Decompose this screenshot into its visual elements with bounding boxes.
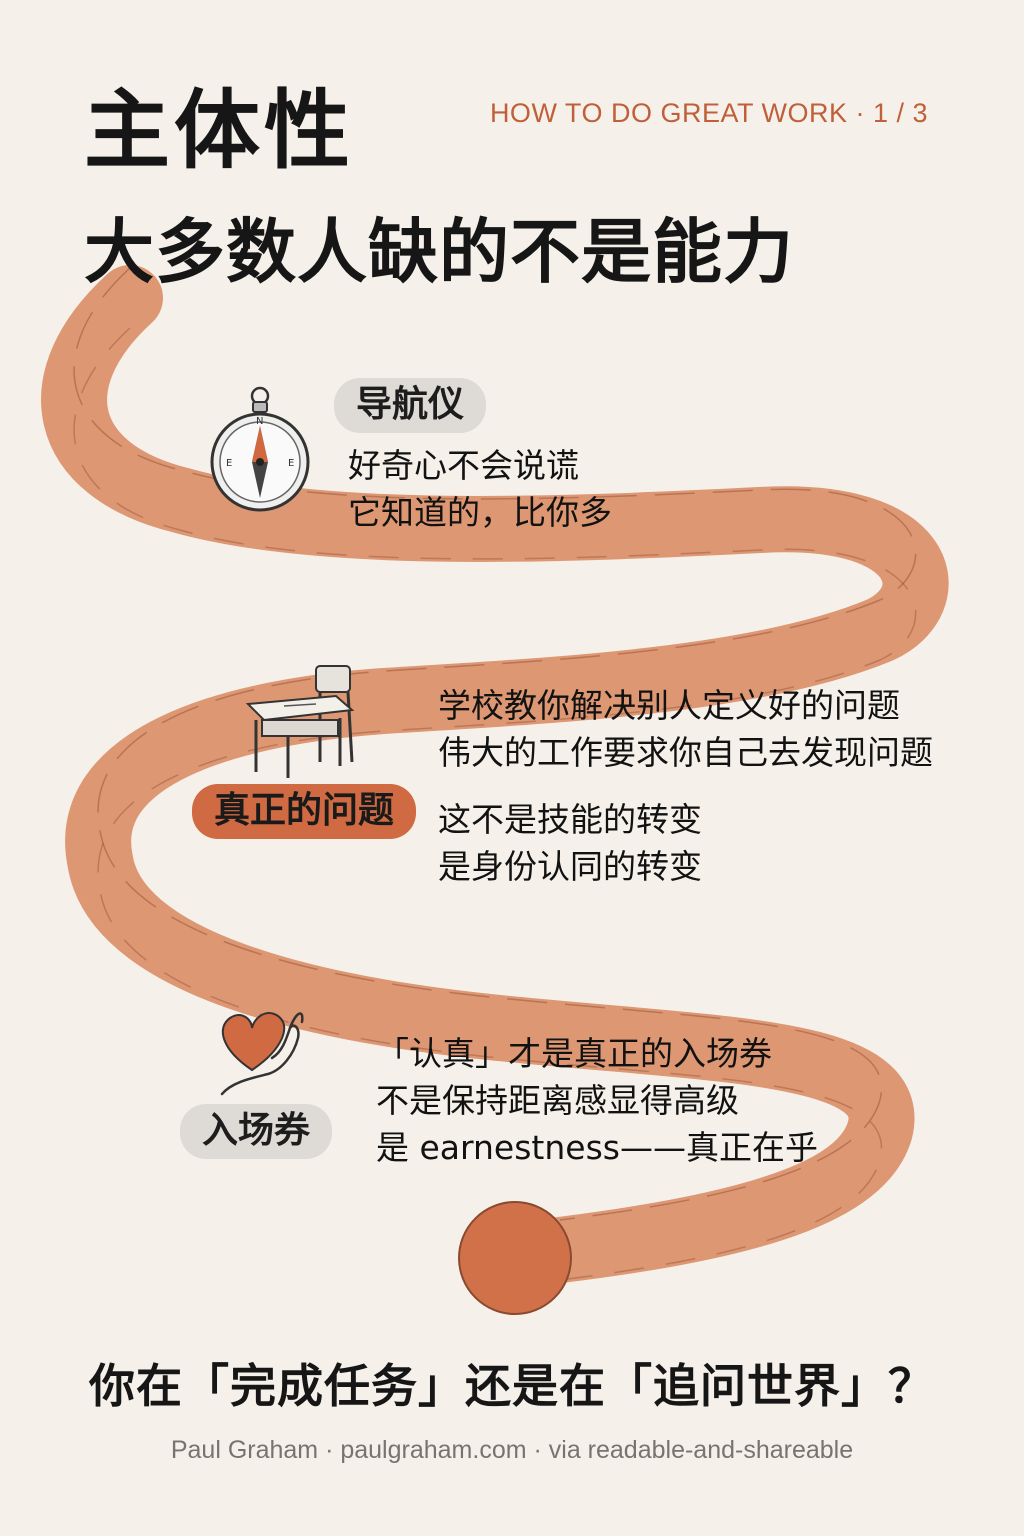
ribbon-edge-line xyxy=(73,267,917,1221)
text-line: 伟大的工作要求你自己去发现问题 xyxy=(438,733,933,772)
text-line: 学校教你解决别人定义好的问题 xyxy=(438,686,900,725)
series-label: HOW TO DO GREAT WORK · 1 / 3 xyxy=(489,98,928,128)
page-title: 主体性 xyxy=(84,81,354,181)
text-line: 是 earnestness——真正在乎 xyxy=(376,1128,818,1167)
badge-navigator: 导航仪 xyxy=(334,378,487,434)
school-desk-icon xyxy=(245,665,355,778)
page-subtitle: 大多数人缺的不是能力 xyxy=(84,211,794,293)
problem-text-top: 学校教你解决别人定义好的问题 伟大的工作要求你自己去发现问题 xyxy=(438,682,933,776)
svg-text:E: E xyxy=(226,458,232,469)
text-line: 不是保持距离感显得高级 xyxy=(376,1081,739,1120)
heart-in-hand-icon xyxy=(220,1012,304,1096)
svg-text:N: N xyxy=(256,416,263,427)
text-line: 「认真」才是真正的入场券 xyxy=(376,1034,772,1073)
compass-icon: N E E xyxy=(210,386,310,512)
ticket-text: 「认真」才是真正的入场券 不是保持距离感显得高级 是 earnestness——… xyxy=(376,1030,818,1171)
badge-admission-ticket: 入场券 xyxy=(180,1104,333,1160)
text-line: 它知道的，比你多 xyxy=(348,493,612,532)
ribbon-edge-line xyxy=(73,327,917,1281)
text-line: 好奇心不会说谎 xyxy=(348,446,579,485)
ribbon-path xyxy=(41,265,949,1283)
text-line: 这不是技能的转变 xyxy=(438,800,702,839)
ribbon-end-circle xyxy=(458,1201,572,1315)
badge-real-problem: 真正的问题 xyxy=(192,784,417,840)
navigator-text: 好奇心不会说谎 它知道的，比你多 xyxy=(348,442,612,536)
svg-text:E: E xyxy=(288,458,294,469)
problem-text-bottom: 这不是技能的转变 是身份认同的转变 xyxy=(438,796,702,890)
closing-question: 你在「完成任务」还是在「追问世界」？ xyxy=(89,1359,935,1413)
text-line: 是身份认同的转变 xyxy=(438,847,702,886)
source-credit: Paul Graham · paulgraham.com · via reada… xyxy=(170,1436,854,1464)
